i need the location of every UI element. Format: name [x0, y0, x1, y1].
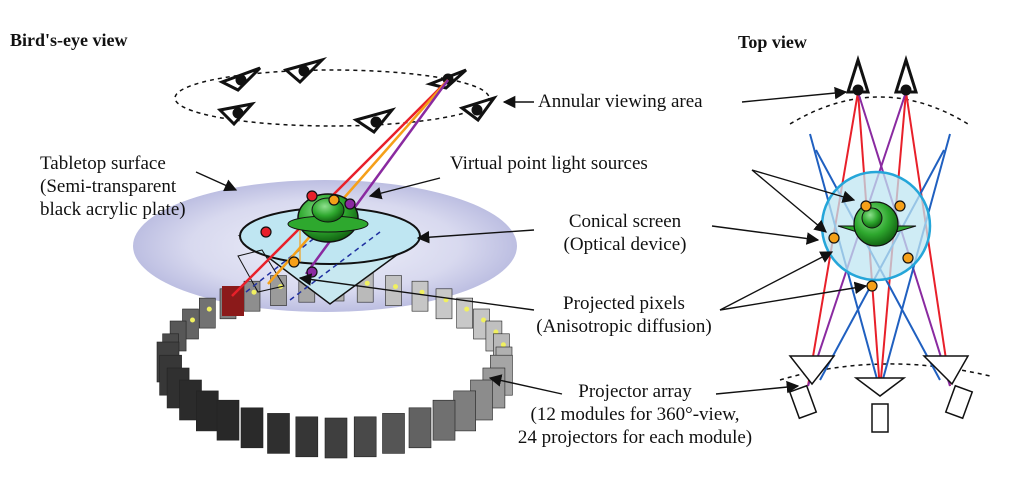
projected-pixel-dot	[500, 342, 506, 348]
label-line: black acrylic plate)	[40, 199, 186, 220]
projector-icon	[853, 377, 907, 433]
projected-pixel-dot	[419, 289, 425, 295]
label-line: (Anisotropic diffusion)	[536, 316, 712, 337]
ray-red	[231, 79, 449, 297]
active-projector-module	[222, 286, 244, 316]
label-annular-viewing-area: Annular viewing area	[538, 91, 703, 112]
projector-module	[240, 407, 264, 449]
eye-icon	[352, 107, 397, 135]
viewer-eyes	[216, 57, 498, 135]
projected-pixel-dot	[364, 280, 370, 286]
label-line: Projected pixels	[563, 293, 685, 314]
top-view-projectors	[788, 355, 974, 433]
projector-module	[453, 390, 477, 432]
projector-module	[216, 399, 240, 441]
eye-icon	[893, 54, 919, 96]
projected-pixel-dot	[206, 306, 212, 312]
projector-module	[267, 413, 290, 454]
projector-module	[196, 390, 219, 432]
label-line: Conical screen	[568, 211, 682, 232]
projector-module	[353, 416, 377, 458]
projected-pixel-dot	[481, 317, 486, 323]
label-tabletop-surface: Tabletop surface (Semi-transparent black…	[40, 152, 186, 221]
label-line: 24 projectors for each module)	[517, 427, 753, 448]
leader-arrows	[195, 86, 868, 395]
projected-pixel-dot	[251, 289, 257, 295]
label-line: Projector array	[578, 381, 692, 402]
label-line: Tabletop surface	[40, 153, 166, 174]
eye-icon	[282, 57, 328, 85]
ray-dashed-blue	[289, 231, 381, 301]
projector-module	[408, 407, 432, 449]
label-line: (Optical device)	[563, 234, 687, 255]
eye-icon	[845, 54, 871, 96]
heading-top-view: Top view	[738, 32, 807, 52]
ray-orange	[267, 79, 449, 285]
projector-module	[243, 280, 261, 312]
eye-icon	[218, 66, 262, 92]
label-virtual-point-light-sources: Virtual point light sources	[450, 153, 648, 174]
projected-pixel-dot	[464, 306, 470, 312]
projected-pixel-dot	[393, 284, 398, 290]
projector-module	[199, 297, 216, 329]
projector-module	[435, 288, 453, 320]
label-line: (12 modules for 360°-view,	[530, 404, 740, 425]
projector-module	[382, 413, 405, 454]
eye-icon	[425, 68, 468, 90]
label-line: (Semi-transparent	[40, 176, 177, 197]
top-view-object	[837, 201, 917, 247]
projector-icon	[922, 355, 974, 420]
label-projected-pixels: Projected pixels (Anisotropic diffusion)	[524, 292, 724, 338]
label-projector-array: Projector array (12 modules for 360°-vie…	[490, 380, 780, 449]
point-light-sources-left	[260, 190, 356, 278]
eye-icon	[216, 101, 257, 127]
top-viewing-arc	[789, 96, 969, 125]
projector-module	[456, 297, 474, 329]
projector-module	[432, 399, 456, 441]
eye-icon	[458, 95, 498, 123]
projected-pixel-dot	[190, 317, 195, 323]
projector-module	[411, 280, 429, 312]
heading-birds-eye-view: Bird's-eye view	[10, 30, 128, 50]
projected-pixel-dot	[493, 329, 499, 335]
point-light-sources-right	[828, 200, 914, 292]
label-conical-screen: Conical screen (Optical device)	[540, 210, 710, 256]
projector-module	[295, 416, 319, 458]
projector-module	[324, 417, 348, 459]
projector-icon	[788, 355, 836, 420]
projection-plane	[237, 249, 285, 293]
top-view-eyes	[845, 54, 919, 96]
projector-ring	[156, 270, 513, 459]
